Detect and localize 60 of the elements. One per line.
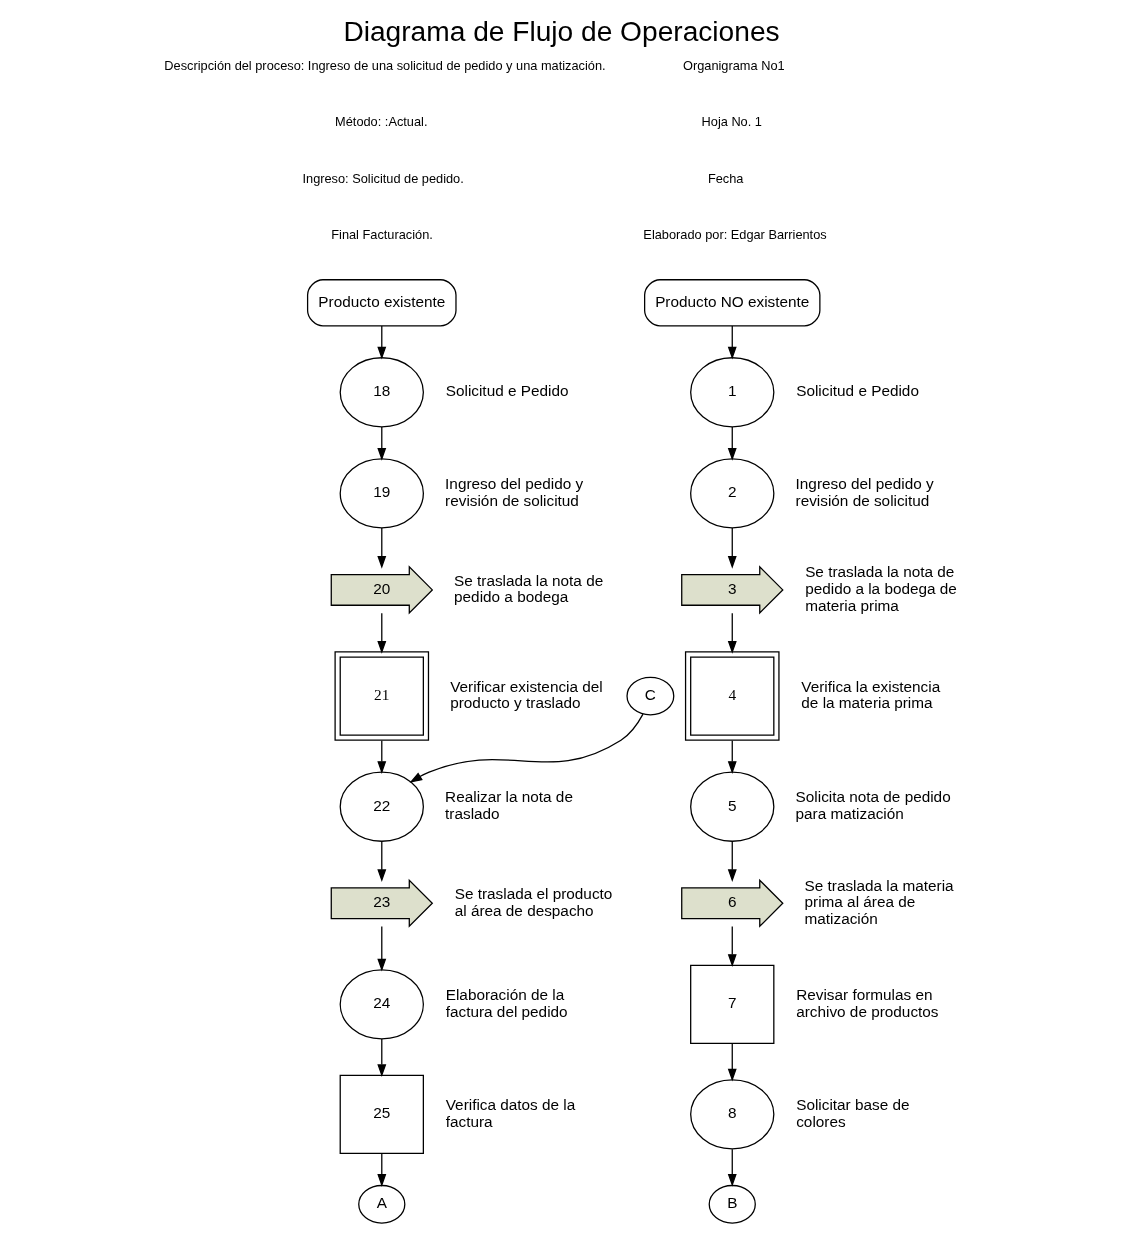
arrow [377,925,387,972]
arrow [377,740,387,774]
arrow [727,527,737,569]
node-ellipse: 18 [339,357,424,428]
node-label: Realizar la nota de traslado [445,788,573,822]
node-label: Solicitud e Pedido [445,382,569,400]
node-label: Se traslada la nota de pedido a bodega [454,571,604,606]
arrow [727,325,737,360]
node-label: Solicitar base de colores [796,1095,910,1130]
node-label: Ingreso del pedido y revisión de solicitud [445,474,584,509]
node-ellipse: 19 [339,458,424,529]
node-label: Verifica datos de la factura [445,1095,576,1130]
node-box: 7 [690,964,775,1044]
node-box: 4 [684,651,780,741]
node-label: Se traslada la materia prima al área de matización [804,876,954,927]
label: Ingreso: Solicitud de pedido. [302,170,464,186]
node-ellipse: C [626,676,675,716]
node-ellipse: 2 [690,458,775,529]
arrow [727,925,737,967]
arrow [727,840,737,883]
label: Método: :Actual. [335,114,428,130]
label: Descripción del proceso: Ingreso de una solicitud de pedido y una matización. [164,57,606,73]
arrow [727,1148,737,1187]
label: Fecha [707,170,744,186]
node-ellipse: A [358,1184,406,1224]
arrow [727,740,737,774]
arrow [377,1038,387,1078]
node-ellipse: 1 [690,357,775,428]
arrow [409,713,644,783]
node-label: Verifica la existencia de la materia prima [801,677,941,712]
arrow [377,1153,387,1187]
node-box: Producto NO existente [644,279,821,327]
arrow [377,527,387,569]
label: Final Facturación. [331,226,433,242]
node-label: Ingreso del pedido y revisión de solicitud [795,474,934,509]
node-box: 25 [339,1074,424,1154]
arrow [727,1043,737,1082]
node-ellipse: 24 [339,969,424,1040]
diagram-title: Diagrama de Flujo de Operaciones [343,16,780,48]
arrow [377,612,387,654]
node-ellipse: B [708,1184,756,1224]
arrow [727,426,737,461]
label: Hoja No. 1 [701,114,762,130]
node-label: Revisar formulas en archivo de productos [796,985,939,1020]
label: Organigrama No1 [683,57,785,73]
node-label: Verificar existencia del producto y traslado [450,677,603,712]
arrow [377,325,387,360]
node-label: Se traslada el producto al área de despacho [454,884,613,919]
node-box: 21 [334,651,430,741]
node-label: Solicitud e Pedido [796,382,919,400]
label: Elaborado por: Edgar Barrientos [643,226,827,242]
node-ellipse: 8 [690,1079,775,1150]
node-label: Se traslada la nota de pedido a la bodega de materia prima [805,563,957,614]
node-label: Elaboración de la factura del pedido [445,985,568,1020]
arrow [377,426,387,461]
node-label: Solicita nota de pedido para matización [795,788,951,822]
node-ellipse: 5 [690,771,775,842]
arrow [727,612,737,654]
arrow [377,840,387,883]
node-box: Producto existente [306,279,457,327]
